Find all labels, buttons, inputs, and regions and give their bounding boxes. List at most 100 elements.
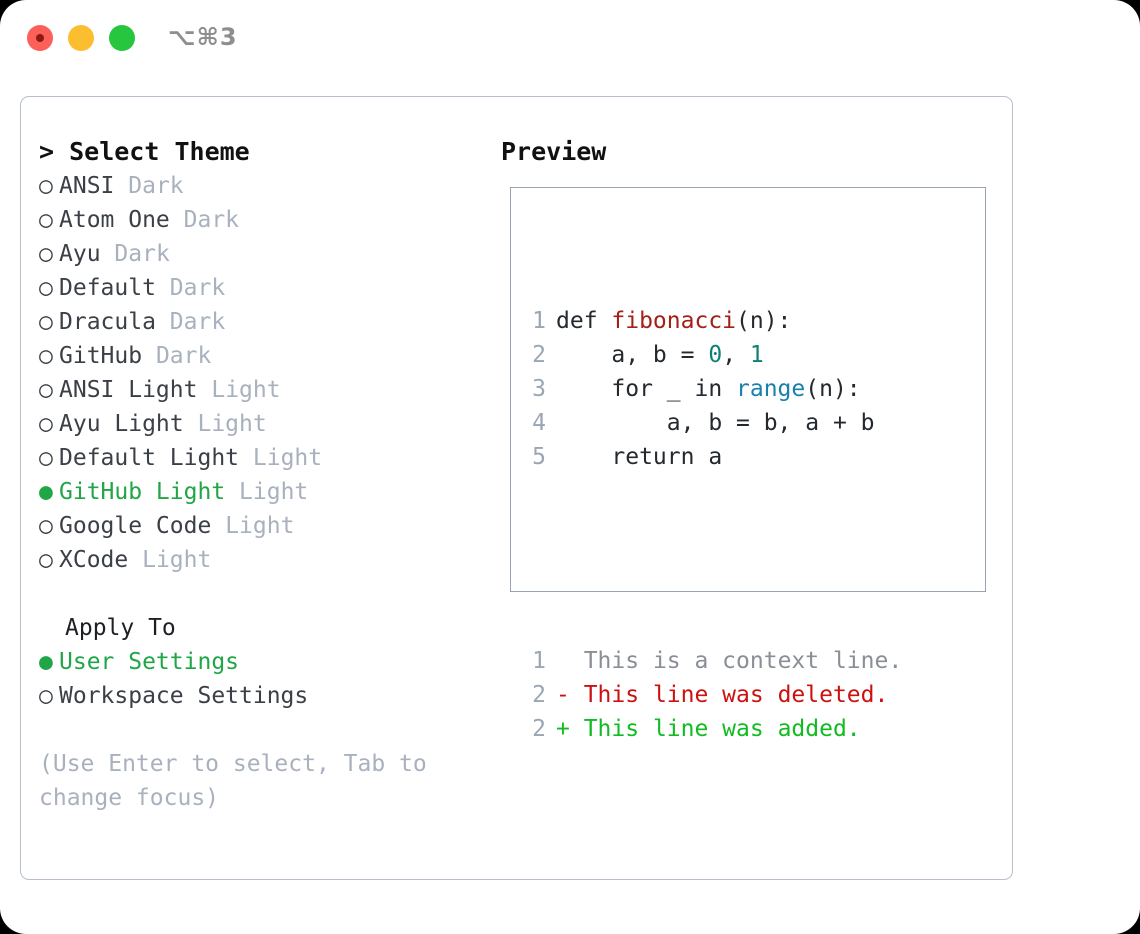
- apply-to-item[interactable]: ●User Settings: [39, 645, 484, 679]
- theme-name: Ayu Light: [59, 411, 184, 437]
- theme-list-item[interactable]: ○Ayu Light Light: [39, 407, 484, 441]
- code-line: 4 a, b = b, a + b: [524, 406, 902, 440]
- line-number: 1: [532, 308, 546, 334]
- preview-title: Preview: [501, 137, 607, 166]
- radio-unselected-icon: ○: [39, 513, 53, 539]
- apply-to-item[interactable]: ○Workspace Settings: [39, 679, 484, 713]
- theme-category: Dark: [128, 173, 184, 199]
- theme-category: Light: [211, 377, 281, 403]
- code-token-plain: (n):: [736, 308, 792, 334]
- diff-text: This line was deleted.: [583, 682, 889, 708]
- line-number: 2: [532, 682, 546, 708]
- theme-name: Ayu: [59, 241, 101, 267]
- radio-selected-icon: ●: [39, 479, 53, 505]
- code-token-func: fibonacci: [611, 308, 737, 334]
- radio-unselected-icon: ○: [39, 343, 53, 369]
- close-window-button[interactable]: [27, 25, 53, 51]
- radio-unselected-icon: ○: [39, 309, 53, 335]
- traffic-light-group: [27, 25, 135, 51]
- apply-to-label: Workspace Settings: [59, 683, 309, 709]
- theme-list-item[interactable]: ○XCode Light: [39, 543, 484, 577]
- minimize-window-button[interactable]: [68, 25, 94, 51]
- theme-category: Dark: [169, 275, 226, 301]
- radio-unselected-icon: ○: [39, 173, 53, 199]
- diff-line: 2- This line was deleted.: [524, 678, 902, 712]
- theme-list-column: > Select Theme ○ANSI Dark○Atom One Dark○…: [39, 135, 484, 815]
- theme-list-item[interactable]: ○Dracula Dark: [39, 305, 484, 339]
- code-token-plain: return a: [556, 444, 723, 470]
- code-token-plain: (n):: [805, 376, 861, 402]
- code-line: 5 return a: [524, 440, 902, 474]
- theme-name: Default: [59, 275, 156, 301]
- radio-unselected-icon: ○: [39, 207, 53, 233]
- theme-name: Default Light: [59, 445, 240, 471]
- radio-unselected-icon: ○: [39, 445, 53, 471]
- line-number: 2: [532, 342, 546, 368]
- line-number: 3: [532, 376, 546, 402]
- code-token-num: 1: [749, 342, 764, 368]
- code-line: 3 for _ in range(n):: [524, 372, 902, 406]
- code-line: 2 a, b = 0, 1: [524, 338, 902, 372]
- theme-list-item[interactable]: ○Default Light Light: [39, 441, 484, 475]
- theme-list-item[interactable]: ○Google Code Light: [39, 509, 484, 543]
- title-bar: ⌥⌘3: [0, 0, 1140, 78]
- radio-unselected-icon: ○: [39, 547, 53, 573]
- line-number: 2: [532, 716, 546, 742]
- radio-selected-icon: ●: [39, 649, 53, 675]
- theme-list-item[interactable]: ○ANSI Dark: [39, 169, 484, 203]
- line-number: 4: [532, 410, 546, 436]
- code-line: 1 def fibonacci(n):: [524, 304, 902, 338]
- line-number: 1: [532, 648, 546, 674]
- code-token-plain: for _ in: [556, 376, 737, 402]
- theme-name: Atom One: [59, 207, 170, 233]
- theme-category: Light: [225, 513, 295, 539]
- theme-category: Light: [239, 479, 309, 505]
- theme-name: Google Code: [59, 513, 212, 539]
- theme-category: Dark: [114, 241, 170, 267]
- theme-category: Dark: [155, 343, 212, 369]
- theme-list-item[interactable]: ○GitHub Dark: [39, 339, 484, 373]
- code-token-plain: def: [556, 308, 612, 334]
- radio-unselected-icon: ○: [39, 411, 53, 437]
- code-token-plain: a, b = b, a + b: [556, 410, 875, 436]
- maximize-window-button[interactable]: [109, 25, 135, 51]
- theme-list-item[interactable]: ○ANSI Light Light: [39, 373, 484, 407]
- radio-unselected-icon: ○: [39, 377, 53, 403]
- diff-sample: 1 This is a context line.2- This line wa…: [524, 644, 902, 746]
- theme-name: Dracula: [59, 309, 156, 335]
- diff-line: 1 This is a context line.: [524, 644, 902, 678]
- radio-unselected-icon: ○: [39, 275, 53, 301]
- theme-category: Light: [197, 411, 267, 437]
- theme-list-item[interactable]: ●GitHub Light Light: [39, 475, 484, 509]
- diff-line: 2+ This line was added.: [524, 712, 902, 746]
- theme-name: XCode: [59, 547, 129, 573]
- diff-marker: [556, 648, 584, 674]
- section-spacer: [39, 577, 484, 611]
- theme-list-item[interactable]: ○Atom One Dark: [39, 203, 484, 237]
- keyboard-shortcut-label: ⌥⌘3: [168, 23, 238, 51]
- code-token-plain: a, b =: [556, 342, 709, 368]
- theme-list-item[interactable]: ○Ayu Dark: [39, 237, 484, 271]
- theme-category: Light: [252, 445, 323, 471]
- theme-list-item[interactable]: ○Default Dark: [39, 271, 484, 305]
- diff-text: This line was added.: [583, 716, 861, 742]
- radio-unselected-icon: ○: [39, 241, 53, 267]
- theme-name: ANSI Light: [59, 377, 198, 403]
- page-title: > Select Theme: [39, 137, 250, 166]
- apply-to-header: Apply To: [65, 615, 176, 641]
- code-blank-line: [524, 542, 902, 576]
- diff-text: This is a context line.: [583, 648, 903, 674]
- code-token-plain: ,: [722, 342, 750, 368]
- theme-category: Dark: [183, 207, 240, 233]
- code-token-call: range: [736, 376, 806, 402]
- theme-selector-panel: > Select Theme ○ANSI Dark○Atom One Dark○…: [20, 96, 1013, 880]
- diff-marker: -: [556, 682, 584, 708]
- theme-name: GitHub Light: [59, 479, 226, 505]
- theme-category: Dark: [169, 309, 226, 335]
- line-number: 5: [532, 444, 546, 470]
